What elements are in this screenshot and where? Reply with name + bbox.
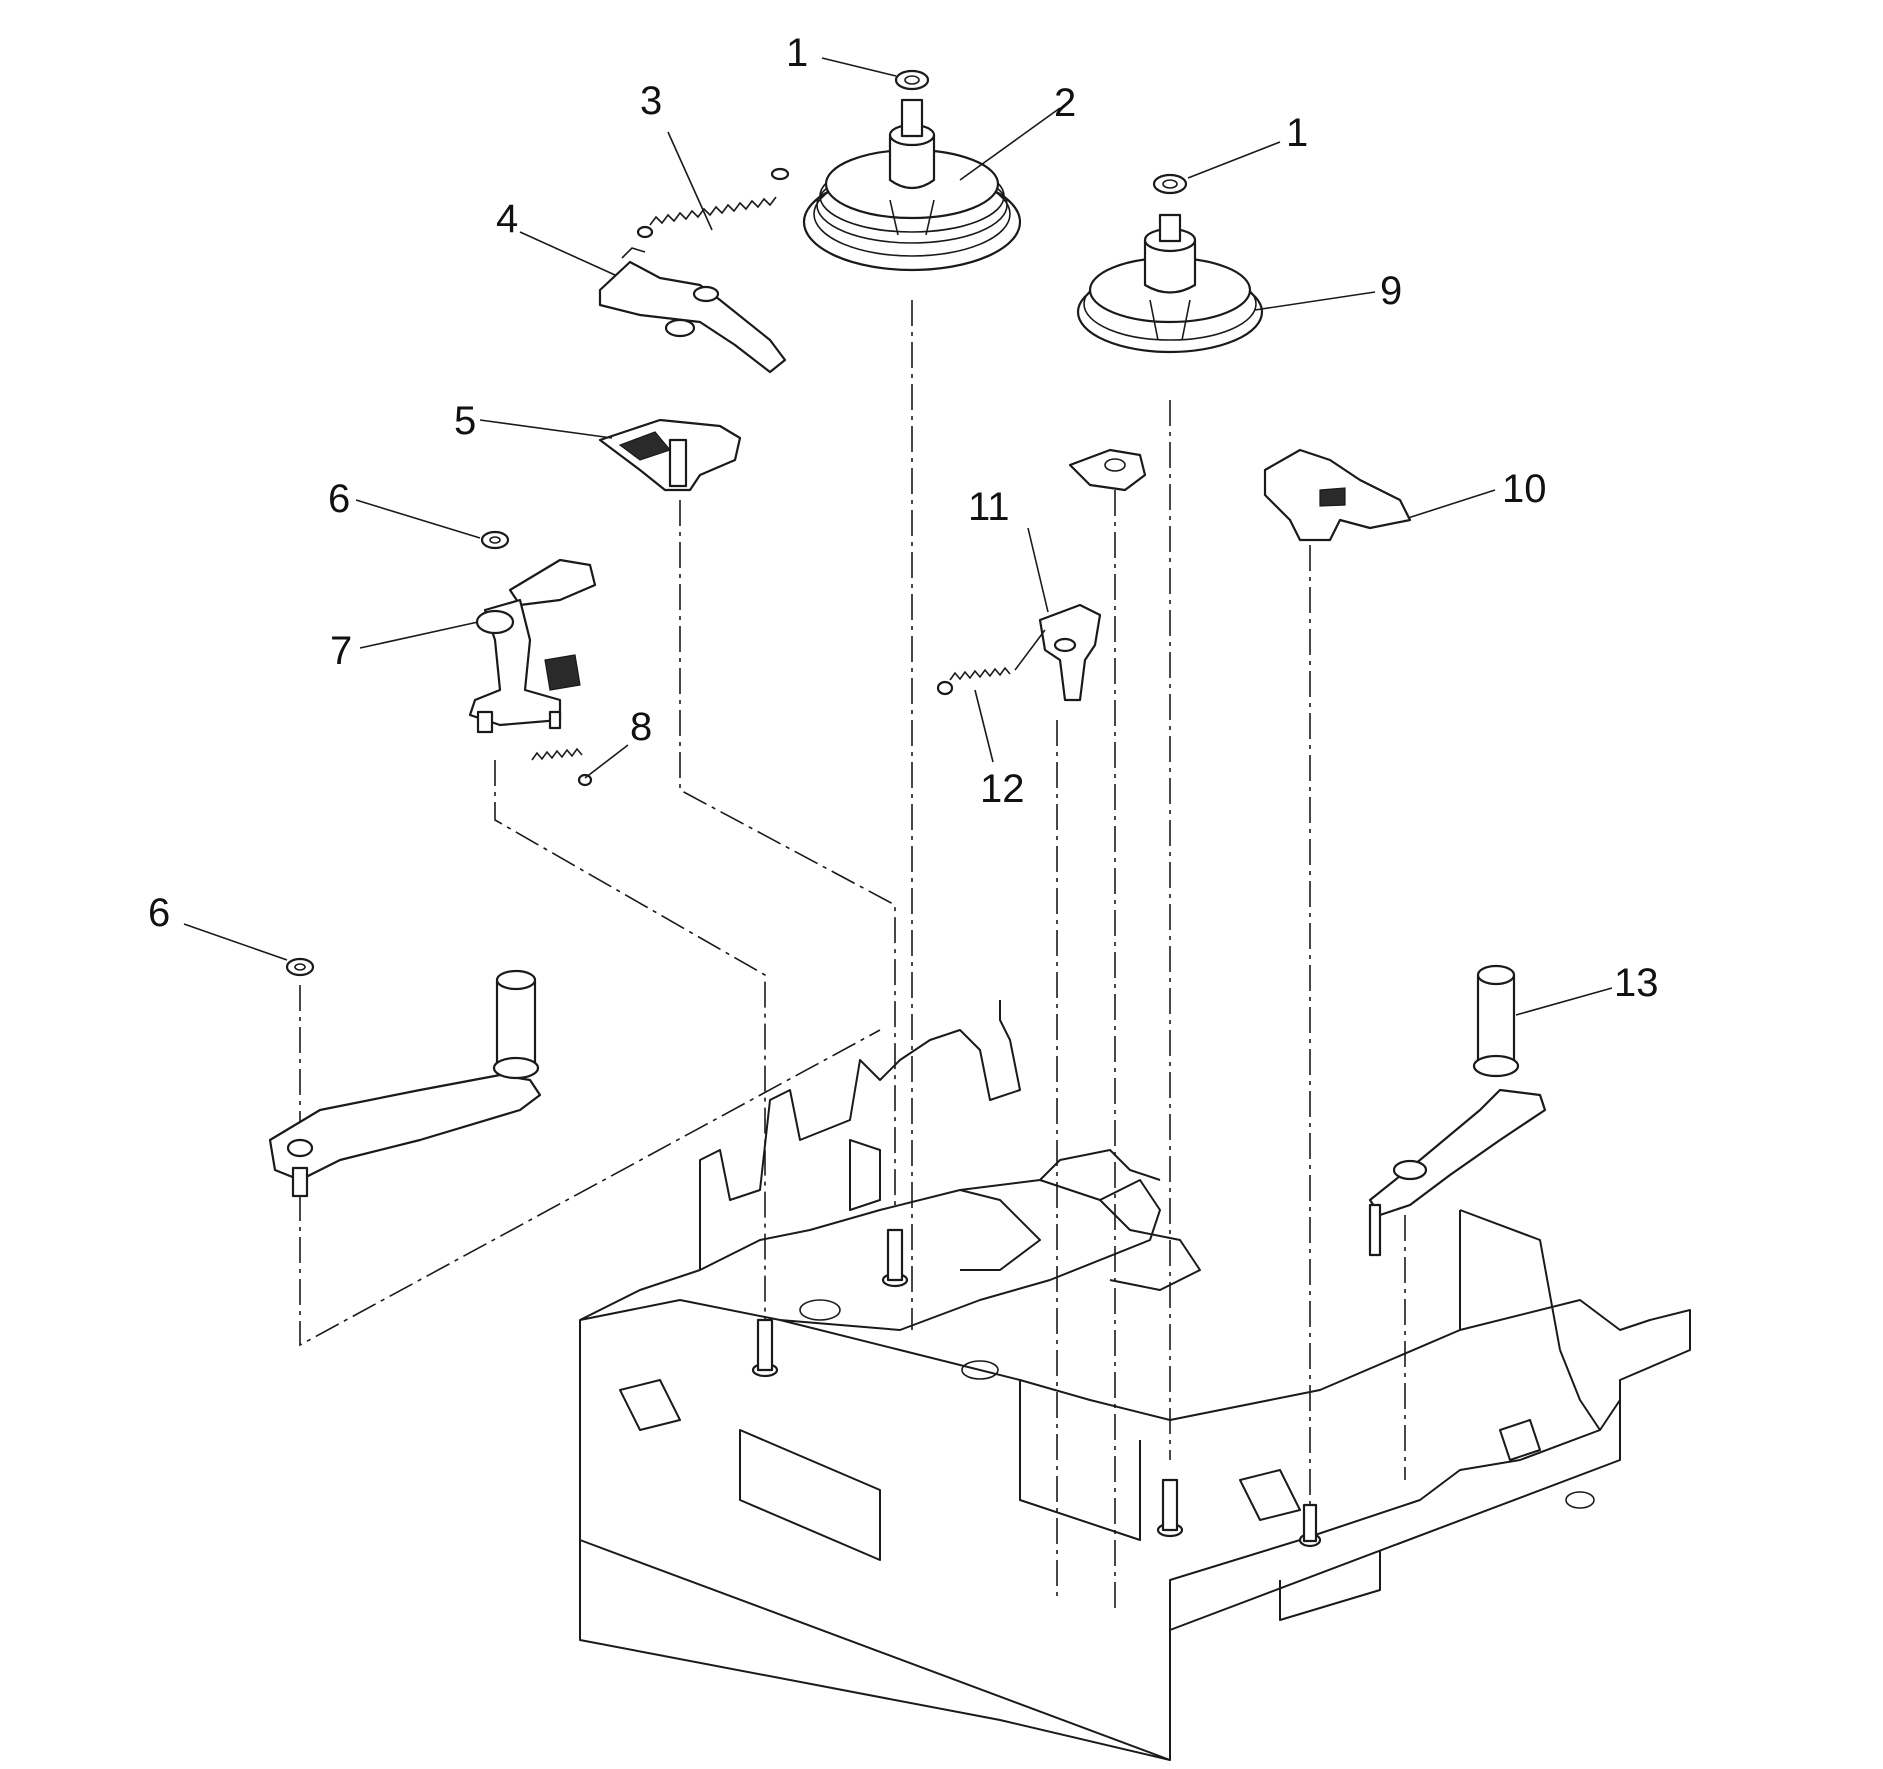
arm-with-post-left <box>268 969 542 1198</box>
washer-part-1-lower <box>1152 173 1188 195</box>
callout-7: 7 <box>330 629 352 673</box>
bracket-part-5 <box>598 418 742 492</box>
lever-part-4 <box>598 247 787 374</box>
callout-6-lower: 6 <box>148 891 170 935</box>
callout-numbers: 1 1 2 3 4 5 6 6 7 8 9 10 11 12 13 <box>148 31 1659 1005</box>
roller-post-part-13 <box>1472 964 1520 1078</box>
spring-part-8 <box>531 747 593 787</box>
spring-part-3 <box>636 167 790 239</box>
washer-part-6-lower <box>285 957 315 977</box>
spring-part-12 <box>936 629 1046 696</box>
callout-10: 10 <box>1502 467 1547 511</box>
callout-12: 12 <box>980 767 1025 811</box>
callout-1-lower: 1 <box>1286 111 1308 155</box>
callout-8: 8 <box>630 705 652 749</box>
chassis-base <box>579 1000 1691 1761</box>
arm-assembly-part-7 <box>468 558 597 734</box>
callout-4: 4 <box>496 197 518 241</box>
cam-piece <box>1068 448 1147 492</box>
callout-3: 3 <box>640 79 662 123</box>
callout-2: 2 <box>1054 81 1076 125</box>
gear-part-9 <box>1076 213 1264 354</box>
leader-lines <box>183 57 1613 1016</box>
callout-9: 9 <box>1380 269 1402 313</box>
washer-part-6-upper <box>480 530 510 550</box>
assembly-axes <box>299 300 1406 1610</box>
callout-13: 13 <box>1614 961 1659 1005</box>
callout-6-upper: 6 <box>328 477 350 521</box>
callout-1-upper: 1 <box>786 31 808 75</box>
callout-11: 11 <box>968 485 1010 529</box>
bracket-part-10 <box>1263 448 1412 542</box>
callout-5: 5 <box>454 399 476 443</box>
gear-part-2 <box>802 98 1022 272</box>
arm-with-post-right <box>1368 1088 1547 1257</box>
lever-part-11 <box>1038 603 1102 702</box>
washer-part-1-upper <box>894 69 930 91</box>
